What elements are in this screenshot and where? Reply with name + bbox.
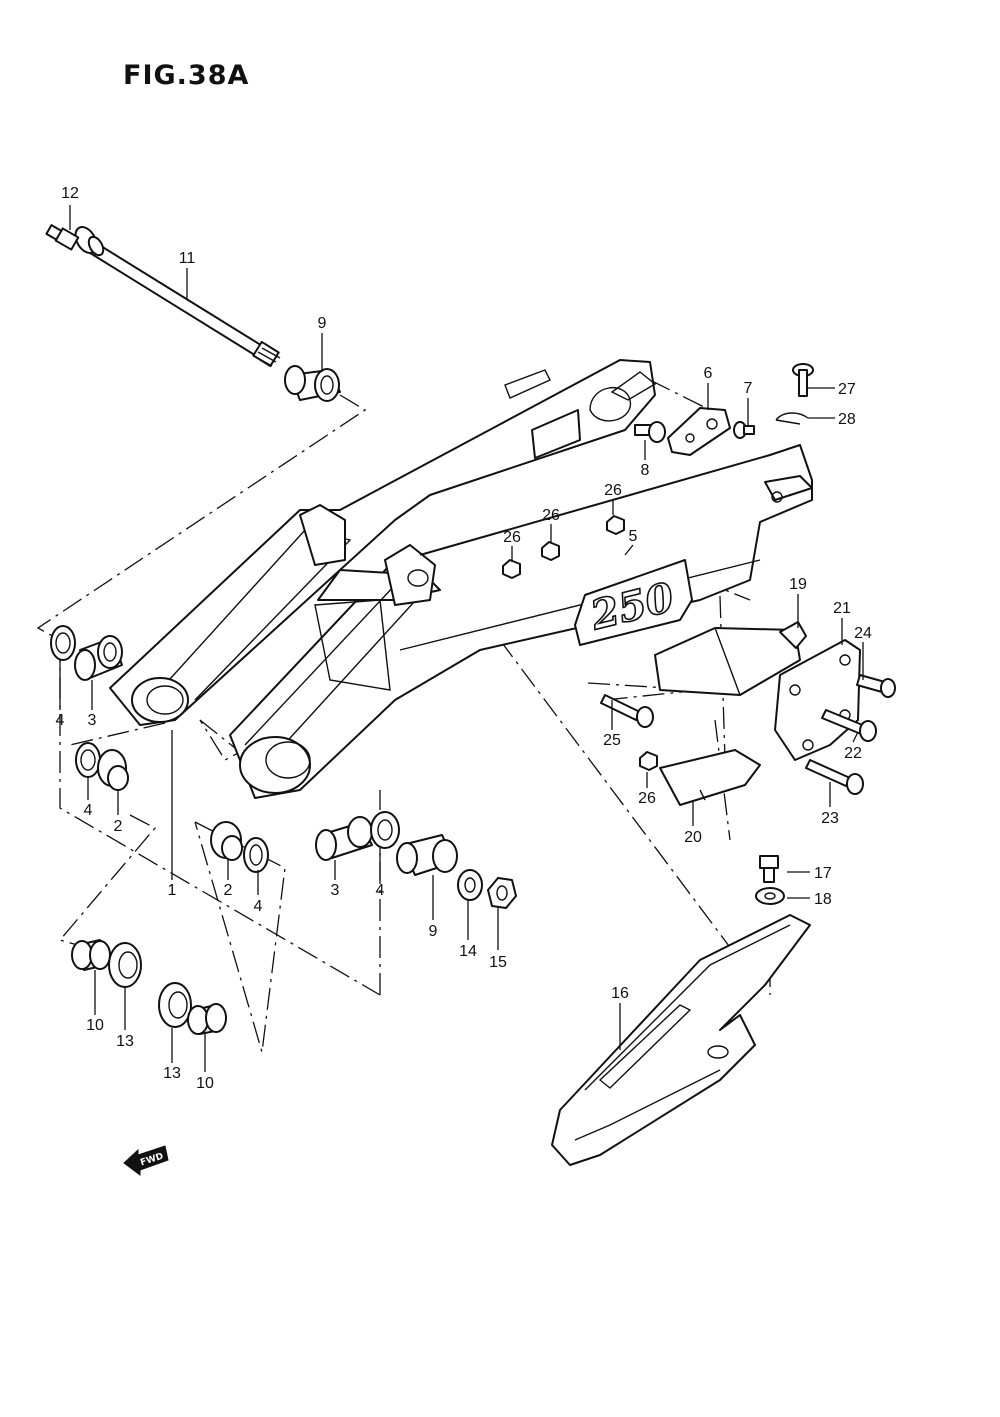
callout-1: 1 [168, 882, 177, 899]
callout-2-a: 2 [114, 818, 123, 835]
callout-labels: 12 11 9 4 3 4 2 1 2 4 3 4 9 14 15 10 13 … [56, 185, 872, 1092]
grease-nipple-part-12 [45, 224, 80, 251]
callout-13-b: 13 [163, 1065, 181, 1082]
dust-seal-part-4-left [50, 625, 76, 661]
forward-arrow-icon: FWD [123, 1145, 169, 1176]
callout-26-a: 26 [503, 529, 521, 546]
collar-part-2-lower-left [97, 749, 129, 791]
callout-9-top: 9 [318, 315, 327, 332]
mounting-plate-part-21 [774, 639, 861, 761]
spacer-part-10-right [187, 1003, 227, 1035]
callout-10-a: 10 [86, 1017, 104, 1034]
bush-part-9-lower [396, 834, 458, 876]
screw-part-7 [733, 421, 755, 439]
callout-4-d: 4 [376, 882, 385, 899]
callout-26-b: 26 [542, 507, 560, 524]
bracket-part-19 [654, 621, 807, 696]
collar-part-2-middle [210, 821, 243, 861]
callout-4-a: 4 [56, 712, 65, 729]
seal-part-4-right [370, 811, 400, 849]
callout-27: 27 [838, 381, 856, 398]
callout-16: 16 [611, 985, 629, 1002]
washer-part-14 [457, 869, 483, 901]
seal-part-4-lower-left [75, 742, 101, 778]
bolt-part-23 [805, 759, 864, 795]
callout-18: 18 [814, 891, 832, 908]
callout-28: 28 [838, 411, 856, 428]
bolt-part-8 [634, 421, 666, 443]
callout-12: 12 [61, 185, 79, 202]
callout-26-c: 26 [604, 482, 622, 499]
seal-part-4-middle [243, 837, 269, 873]
swingarm-part-1 [109, 359, 813, 799]
callout-20: 20 [684, 829, 702, 846]
callout-6: 6 [704, 365, 713, 382]
pin-part-27 [792, 363, 814, 397]
needle-bearing-part-3-right [315, 816, 373, 861]
bush-part-9-top [284, 365, 341, 402]
clip-part-28 [775, 412, 809, 425]
figure-title: FIG.38A [123, 60, 250, 91]
seal-part-13-right [158, 982, 192, 1028]
callout-25: 25 [603, 732, 621, 749]
bolt-part-17 [759, 855, 779, 883]
callout-4-b: 4 [84, 802, 93, 819]
seal-part-13-left [108, 942, 142, 988]
nut-part-26-1 [502, 559, 521, 579]
callout-7: 7 [744, 380, 753, 397]
callout-8: 8 [641, 462, 650, 479]
callout-22: 22 [844, 745, 862, 762]
nut-part-26-3 [606, 515, 625, 535]
callout-2-b: 2 [224, 882, 233, 899]
bolt-part-25 [600, 694, 654, 728]
callout-11: 11 [179, 250, 196, 267]
needle-bearing-part-3-left [74, 635, 123, 681]
callout-9-lower: 9 [429, 923, 438, 940]
nut-part-26-2 [541, 541, 560, 561]
callout-10-b: 10 [196, 1075, 214, 1092]
callout-26-d: 26 [638, 790, 656, 807]
chain-buffer-part-16 [551, 914, 811, 1166]
callout-3-a: 3 [88, 712, 97, 729]
callout-3-b: 3 [331, 882, 340, 899]
callout-4-c: 4 [254, 898, 263, 915]
nut-part-15 [487, 877, 517, 909]
pivot-shaft-part-11 [74, 226, 281, 368]
callout-19: 19 [789, 576, 807, 593]
spacer-part-10-left [71, 939, 111, 971]
washer-part-18 [755, 887, 785, 905]
leader-lines [59, 205, 864, 1072]
callout-23: 23 [821, 810, 839, 827]
callout-15: 15 [489, 954, 507, 971]
callout-21: 21 [833, 600, 851, 617]
callout-14: 14 [459, 943, 477, 960]
nut-part-26-4 [639, 751, 658, 771]
callout-17: 17 [814, 865, 832, 882]
chain-adjuster-plate-part-6 [667, 407, 731, 456]
bolt-part-24 [856, 674, 896, 698]
callout-5: 5 [629, 528, 638, 545]
bolt-part-22 [821, 709, 877, 742]
callout-13-a: 13 [116, 1033, 134, 1050]
guard-part-20 [659, 749, 761, 806]
callout-24: 24 [854, 625, 872, 642]
